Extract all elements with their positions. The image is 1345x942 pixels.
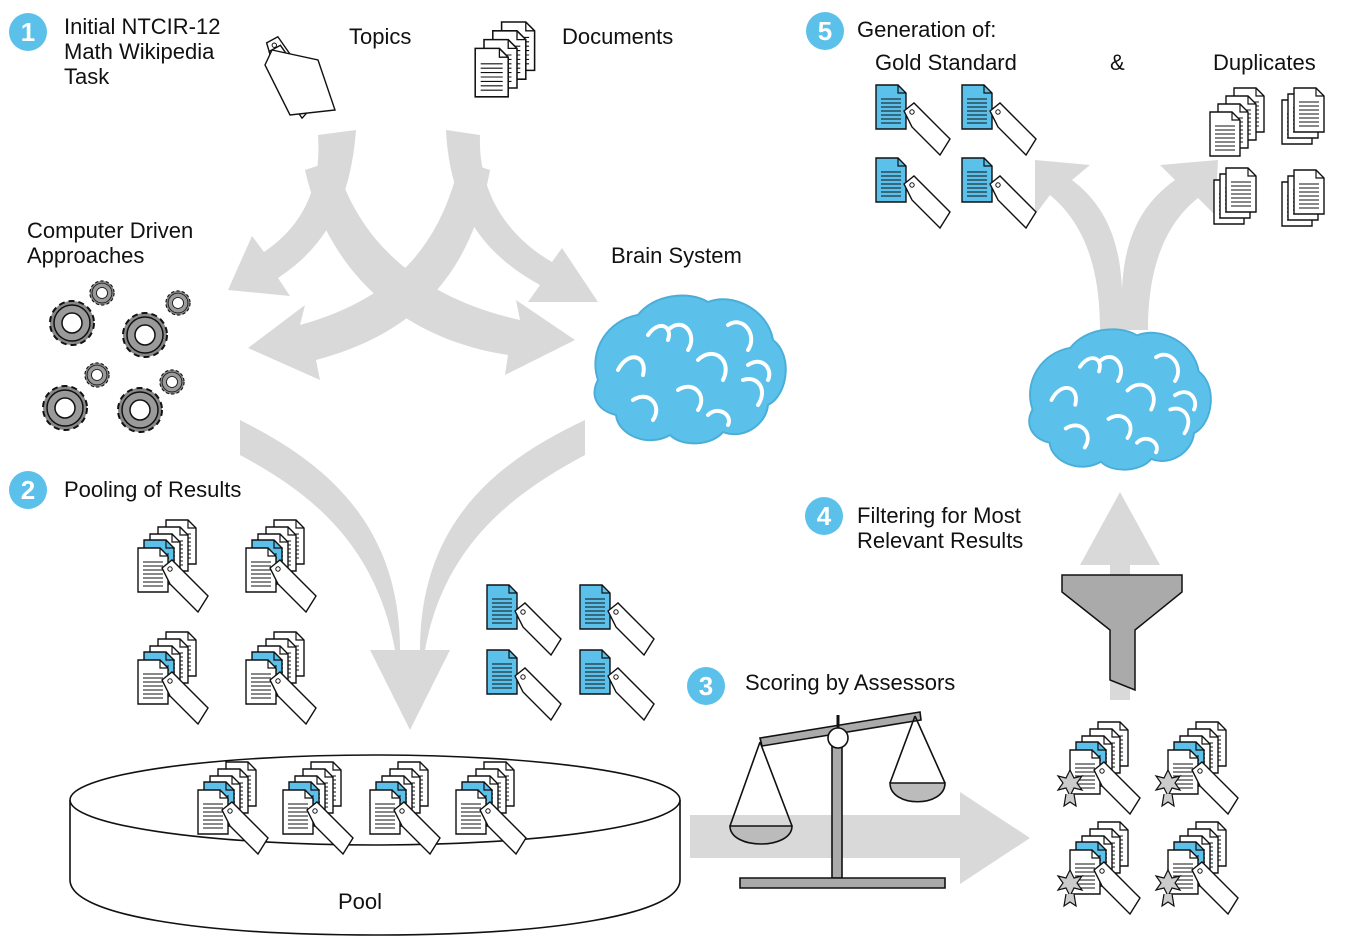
brain-icon-right [1027, 327, 1213, 472]
computer-driven-label: Computer Driven Approaches [27, 218, 194, 268]
step-2-title: Pooling of Results [64, 477, 242, 502]
funnel-icon [1061, 574, 1183, 692]
step-3-badge: 3 [687, 667, 725, 705]
topics-icon [258, 34, 336, 121]
blue-tagged-docs [487, 585, 654, 720]
step-5-badge: 5 [806, 12, 844, 50]
gold-standard-docs [876, 85, 1036, 228]
scored-results [1058, 722, 1238, 914]
documents-icon [475, 22, 534, 97]
brain-icon [592, 293, 788, 446]
topics-label: Topics [349, 24, 412, 49]
step-1-badge: 1 [9, 13, 47, 51]
brain-system-label: Brain System [611, 243, 742, 268]
duplicates-label: Duplicates [1213, 50, 1316, 75]
step-3-title: Scoring by Assessors [745, 670, 956, 695]
flow-arrows [228, 130, 1218, 884]
gear-icon-cluster [42, 280, 191, 433]
pooled-results [138, 520, 316, 724]
duplicate-docs [1210, 88, 1264, 156]
scale-icon [729, 711, 946, 889]
step-5-title: Generation of: [857, 17, 997, 42]
step-2-badge: 2 [9, 471, 47, 509]
step-4-title: Filtering for Most Relevant Results [857, 503, 1024, 553]
gold-standard-label: Gold Standard [875, 50, 1017, 75]
step-1-title: Initial NTCIR-12 Math Wikipedia Task [64, 14, 221, 89]
step-4-badge: 4 [805, 497, 843, 535]
pool-label: Pool [338, 889, 383, 914]
ampersand-label: & [1110, 50, 1125, 75]
documents-label: Documents [562, 24, 674, 49]
